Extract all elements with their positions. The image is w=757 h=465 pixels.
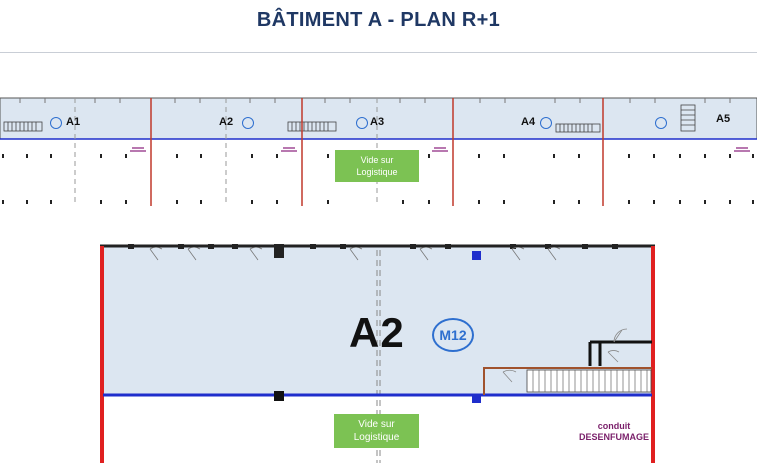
detail-circle-label: M12 [432, 318, 474, 352]
overview-conduit-marks [130, 147, 750, 152]
detail-front-post [274, 391, 284, 401]
detail-door-swings [149, 247, 561, 261]
overview-column-lines [150, 98, 604, 206]
overview-stairs [3, 104, 696, 133]
detail-void-badge: Vide sur Logistique [334, 414, 419, 448]
overview-circle-marker-a2 [242, 117, 254, 129]
detail-unit-label: A2 [349, 309, 405, 356]
overview-circle-marker-a4 [540, 117, 552, 129]
overview-plan [0, 97, 757, 206]
detail-front-marker [472, 395, 481, 403]
overview-void-line2: Logistique [356, 167, 398, 177]
detail-staircase [483, 328, 652, 395]
detail-void-line2: Logistique [353, 432, 400, 443]
detail-grid-line [376, 250, 381, 463]
overview-circle-marker-a3 [356, 117, 368, 129]
overview-unit-a3-label: A3 [370, 116, 385, 128]
detail-plan [100, 244, 655, 463]
title-divider [0, 52, 757, 53]
overview-window-ticks [19, 98, 731, 103]
detail-conduit-line1: conduit [597, 421, 631, 431]
detail-void-line1: Vide sur [358, 419, 395, 430]
detail-conduit-label: conduit DESENFUMAGE [574, 421, 654, 443]
page-title: BÂTIMENT A - PLAN R+1 [256, 9, 501, 31]
overview-void-line1: Vide sur [360, 155, 394, 165]
overview-unit-a2-label: A2 [219, 116, 234, 128]
overview-pillars [2, 154, 754, 204]
detail-conduit-line2: DESENFUMAGE [578, 432, 649, 442]
overview-void-badge: Vide sur Logistique [335, 150, 419, 182]
overview-unit-a5-label: A5 [716, 113, 731, 125]
overview-circle-marker-a5 [655, 117, 667, 129]
overview-circle-marker-a1 [50, 117, 62, 129]
detail-top-marker [472, 251, 481, 260]
detail-wall-posts [128, 244, 618, 258]
overview-unit-a4-label: A4 [521, 116, 536, 128]
overview-unit-a1-label: A1 [66, 116, 81, 128]
